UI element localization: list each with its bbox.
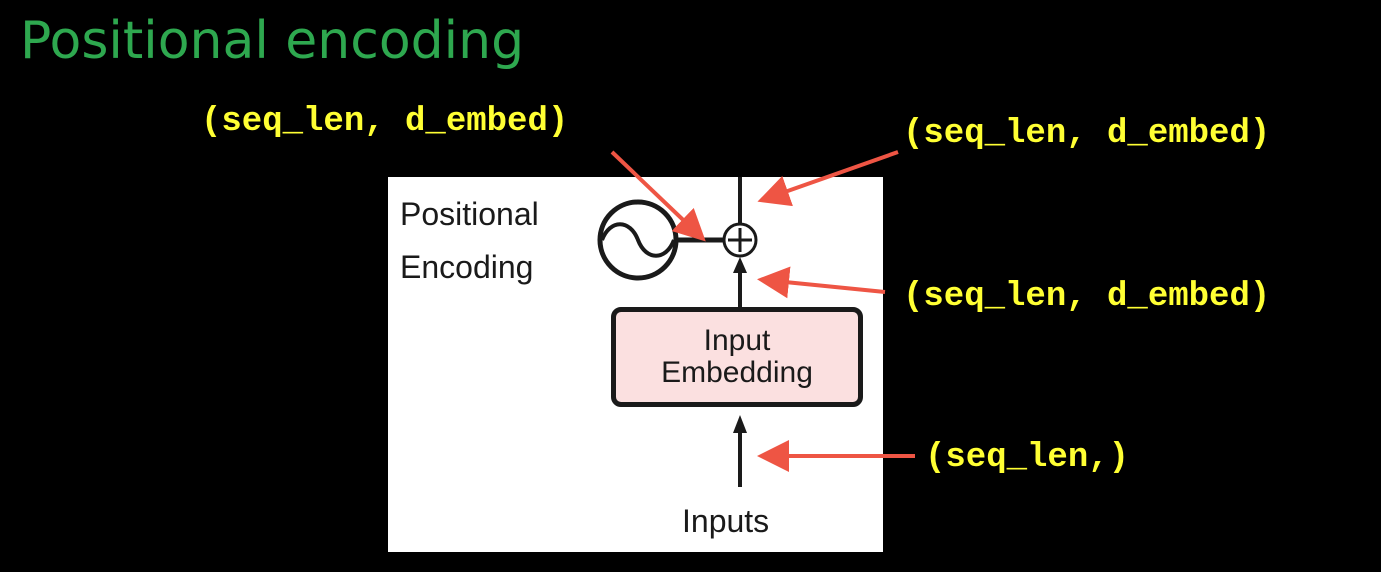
input-embedding-label-line2: Embedding: [661, 356, 813, 389]
inputs-label: Inputs: [682, 503, 770, 539]
input-embedding-label-line1: Input: [703, 323, 771, 357]
shape-label-inputs: (seq_len,): [925, 439, 1130, 477]
positional-encoding-label-line1: Positional: [400, 196, 539, 232]
shape-label-sum-output: (seq_len, d_embed): [903, 115, 1271, 153]
shape-label-embedding-output: (seq_len, d_embed): [903, 278, 1271, 316]
figure-connectors: [597, 177, 758, 487]
slide-title: Positional encoding: [20, 11, 525, 71]
sine-wave-icon: [597, 199, 679, 281]
embed-to-add-arrowhead: [733, 257, 747, 273]
input-embedding-box: Input Embedding: [611, 307, 863, 407]
shape-label-pe-output: (seq_len, d_embed): [201, 103, 569, 141]
positional-encoding-label-line2: Encoding: [400, 249, 534, 285]
inputs-to-embed-arrowhead: [733, 415, 747, 433]
add-circle-icon: [722, 222, 758, 258]
transformer-input-figure: Positional Encoding Input Embedding Inpu…: [388, 177, 883, 552]
